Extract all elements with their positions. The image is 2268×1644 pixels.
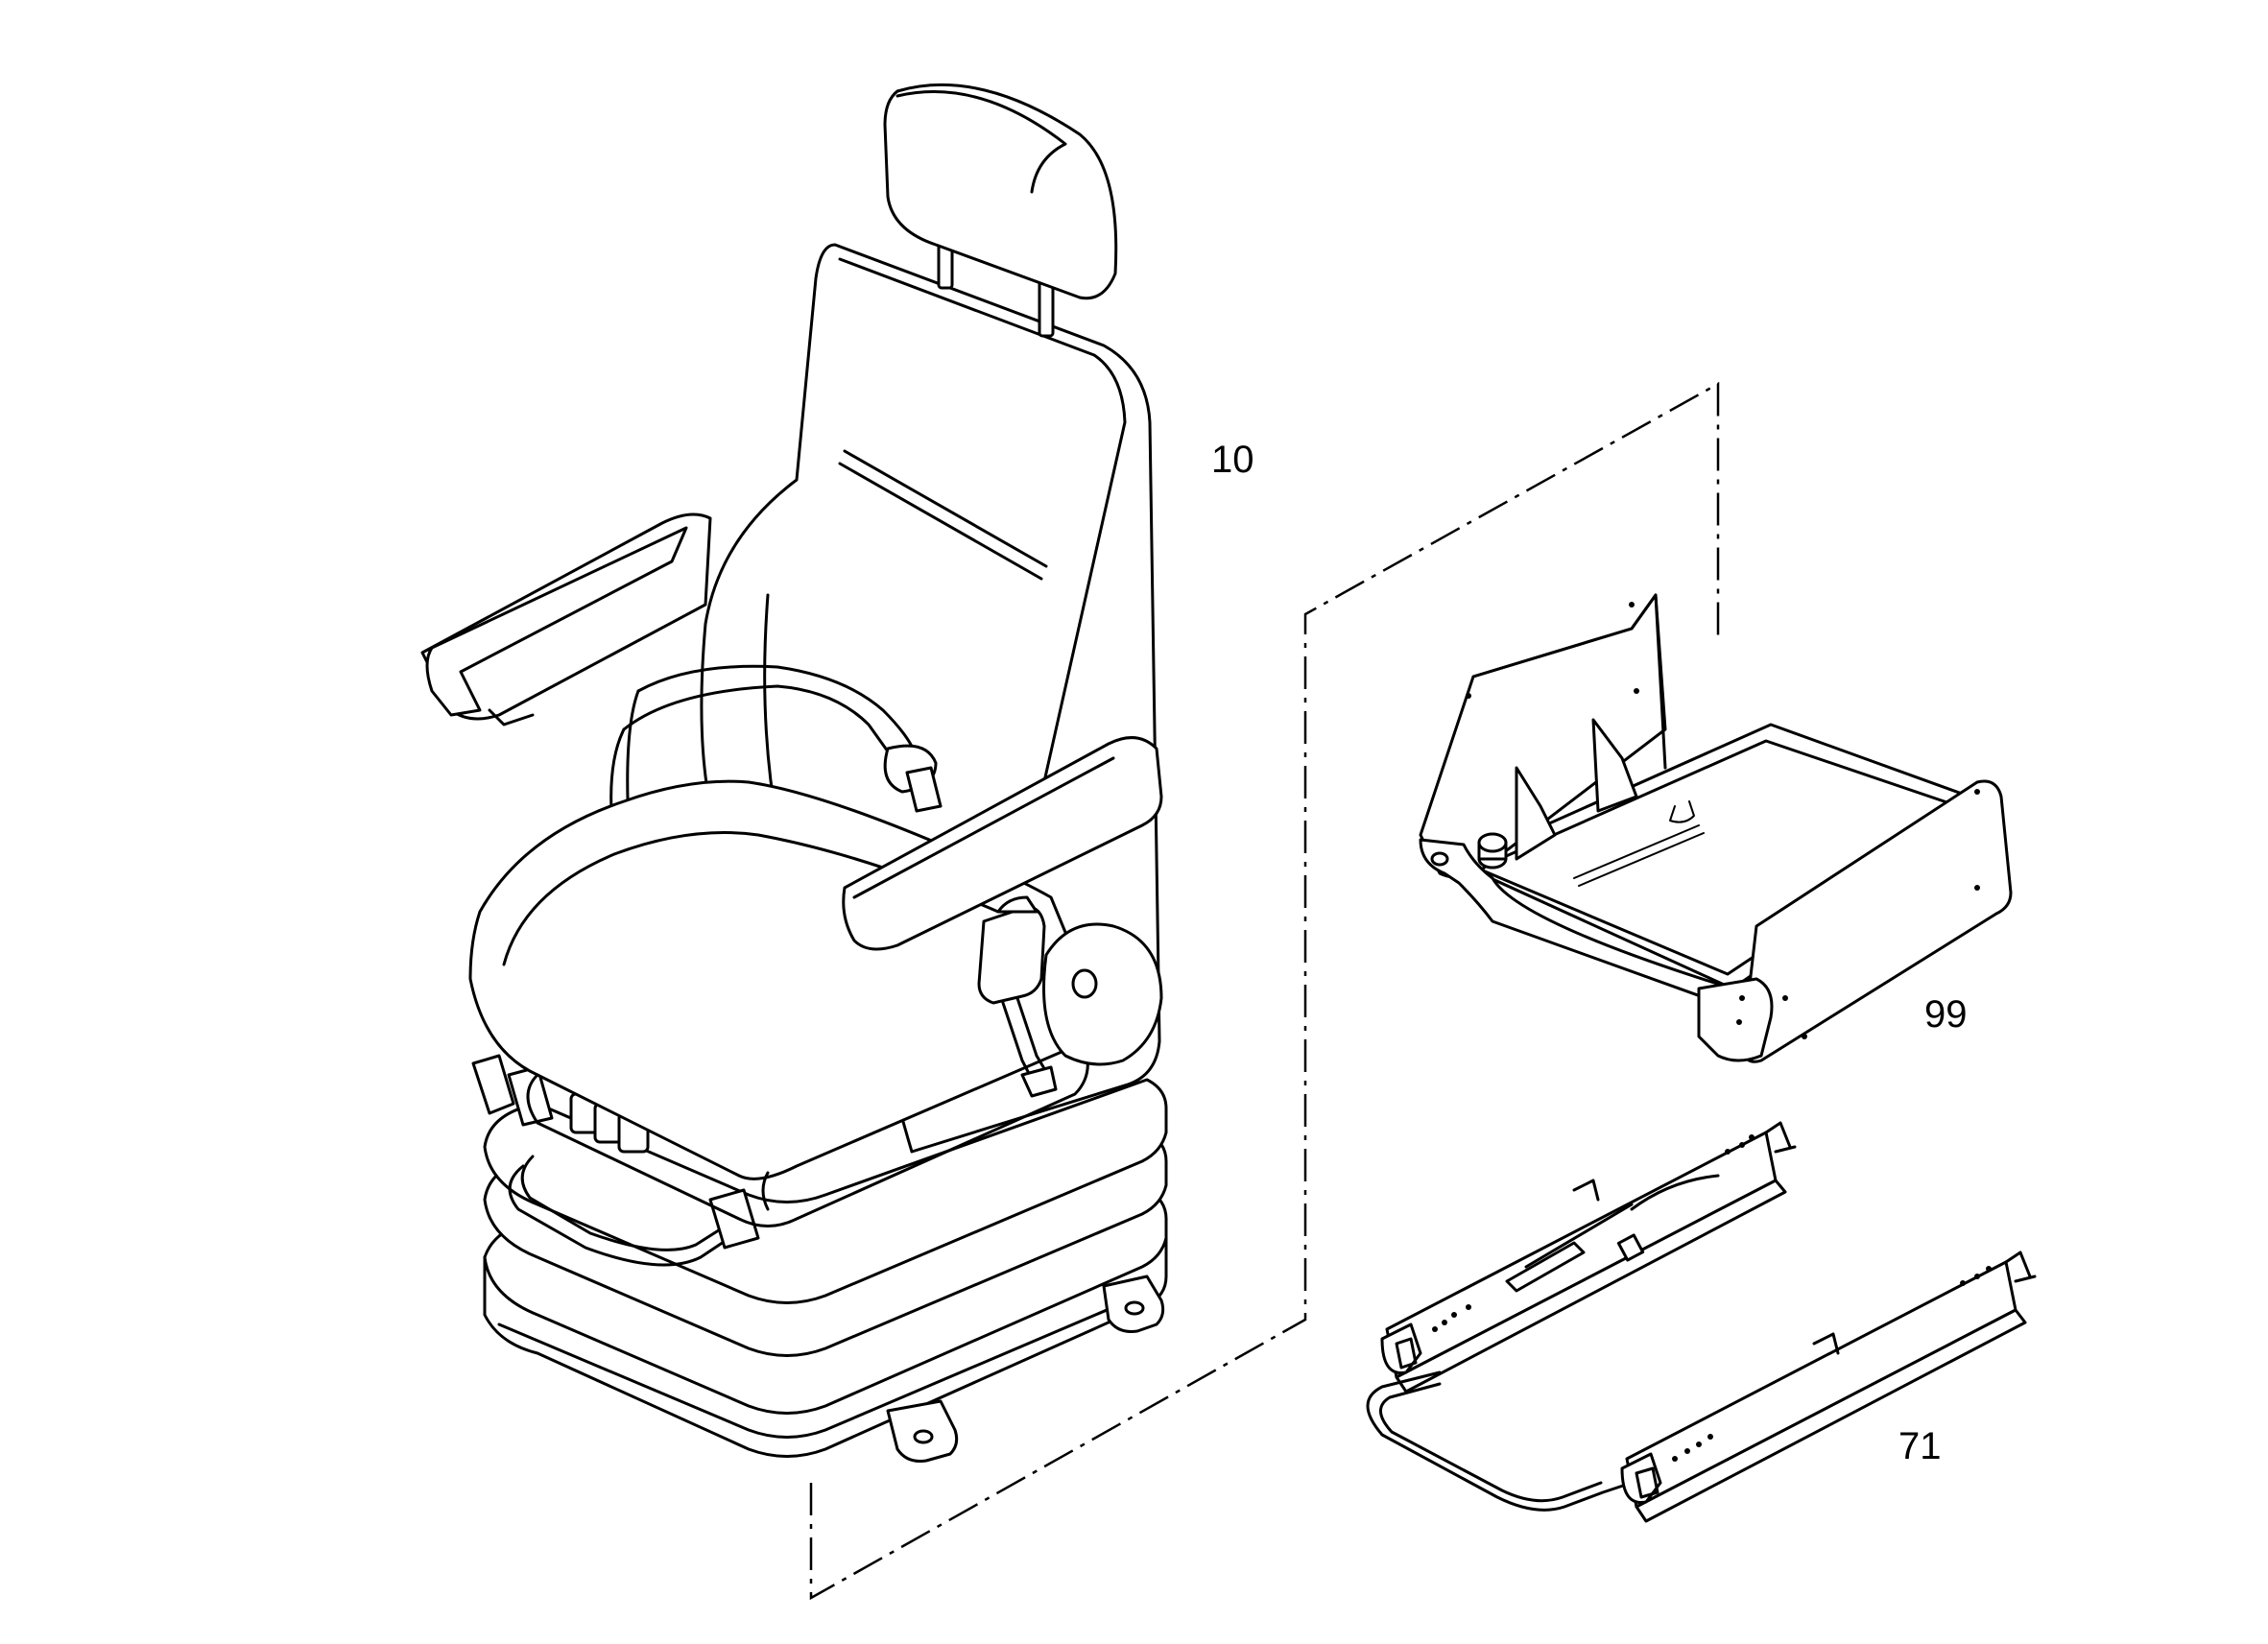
- seat-belt-webbing: [609, 664, 943, 846]
- seat-console-bracket: [1419, 593, 2013, 1063]
- assembly-centerlines: [809, 381, 1720, 1601]
- seat-side-control-knob: [1042, 922, 1163, 1066]
- seat-belt-buckle: [977, 895, 1058, 1098]
- seat-headrest: [883, 83, 1118, 338]
- callout-slides-71: 71: [1898, 1425, 1942, 1467]
- callout-console-99: 99: [1924, 993, 1968, 1036]
- seat-armrest-left: [420, 512, 712, 727]
- seat-armrest-right: [842, 736, 1163, 951]
- seat-slide-rails: [1366, 1121, 2037, 1523]
- seat-suspension-base: [471, 1054, 1168, 1463]
- callout-seat-10: 10: [1211, 439, 1254, 481]
- seat-assembly: [420, 83, 1168, 1463]
